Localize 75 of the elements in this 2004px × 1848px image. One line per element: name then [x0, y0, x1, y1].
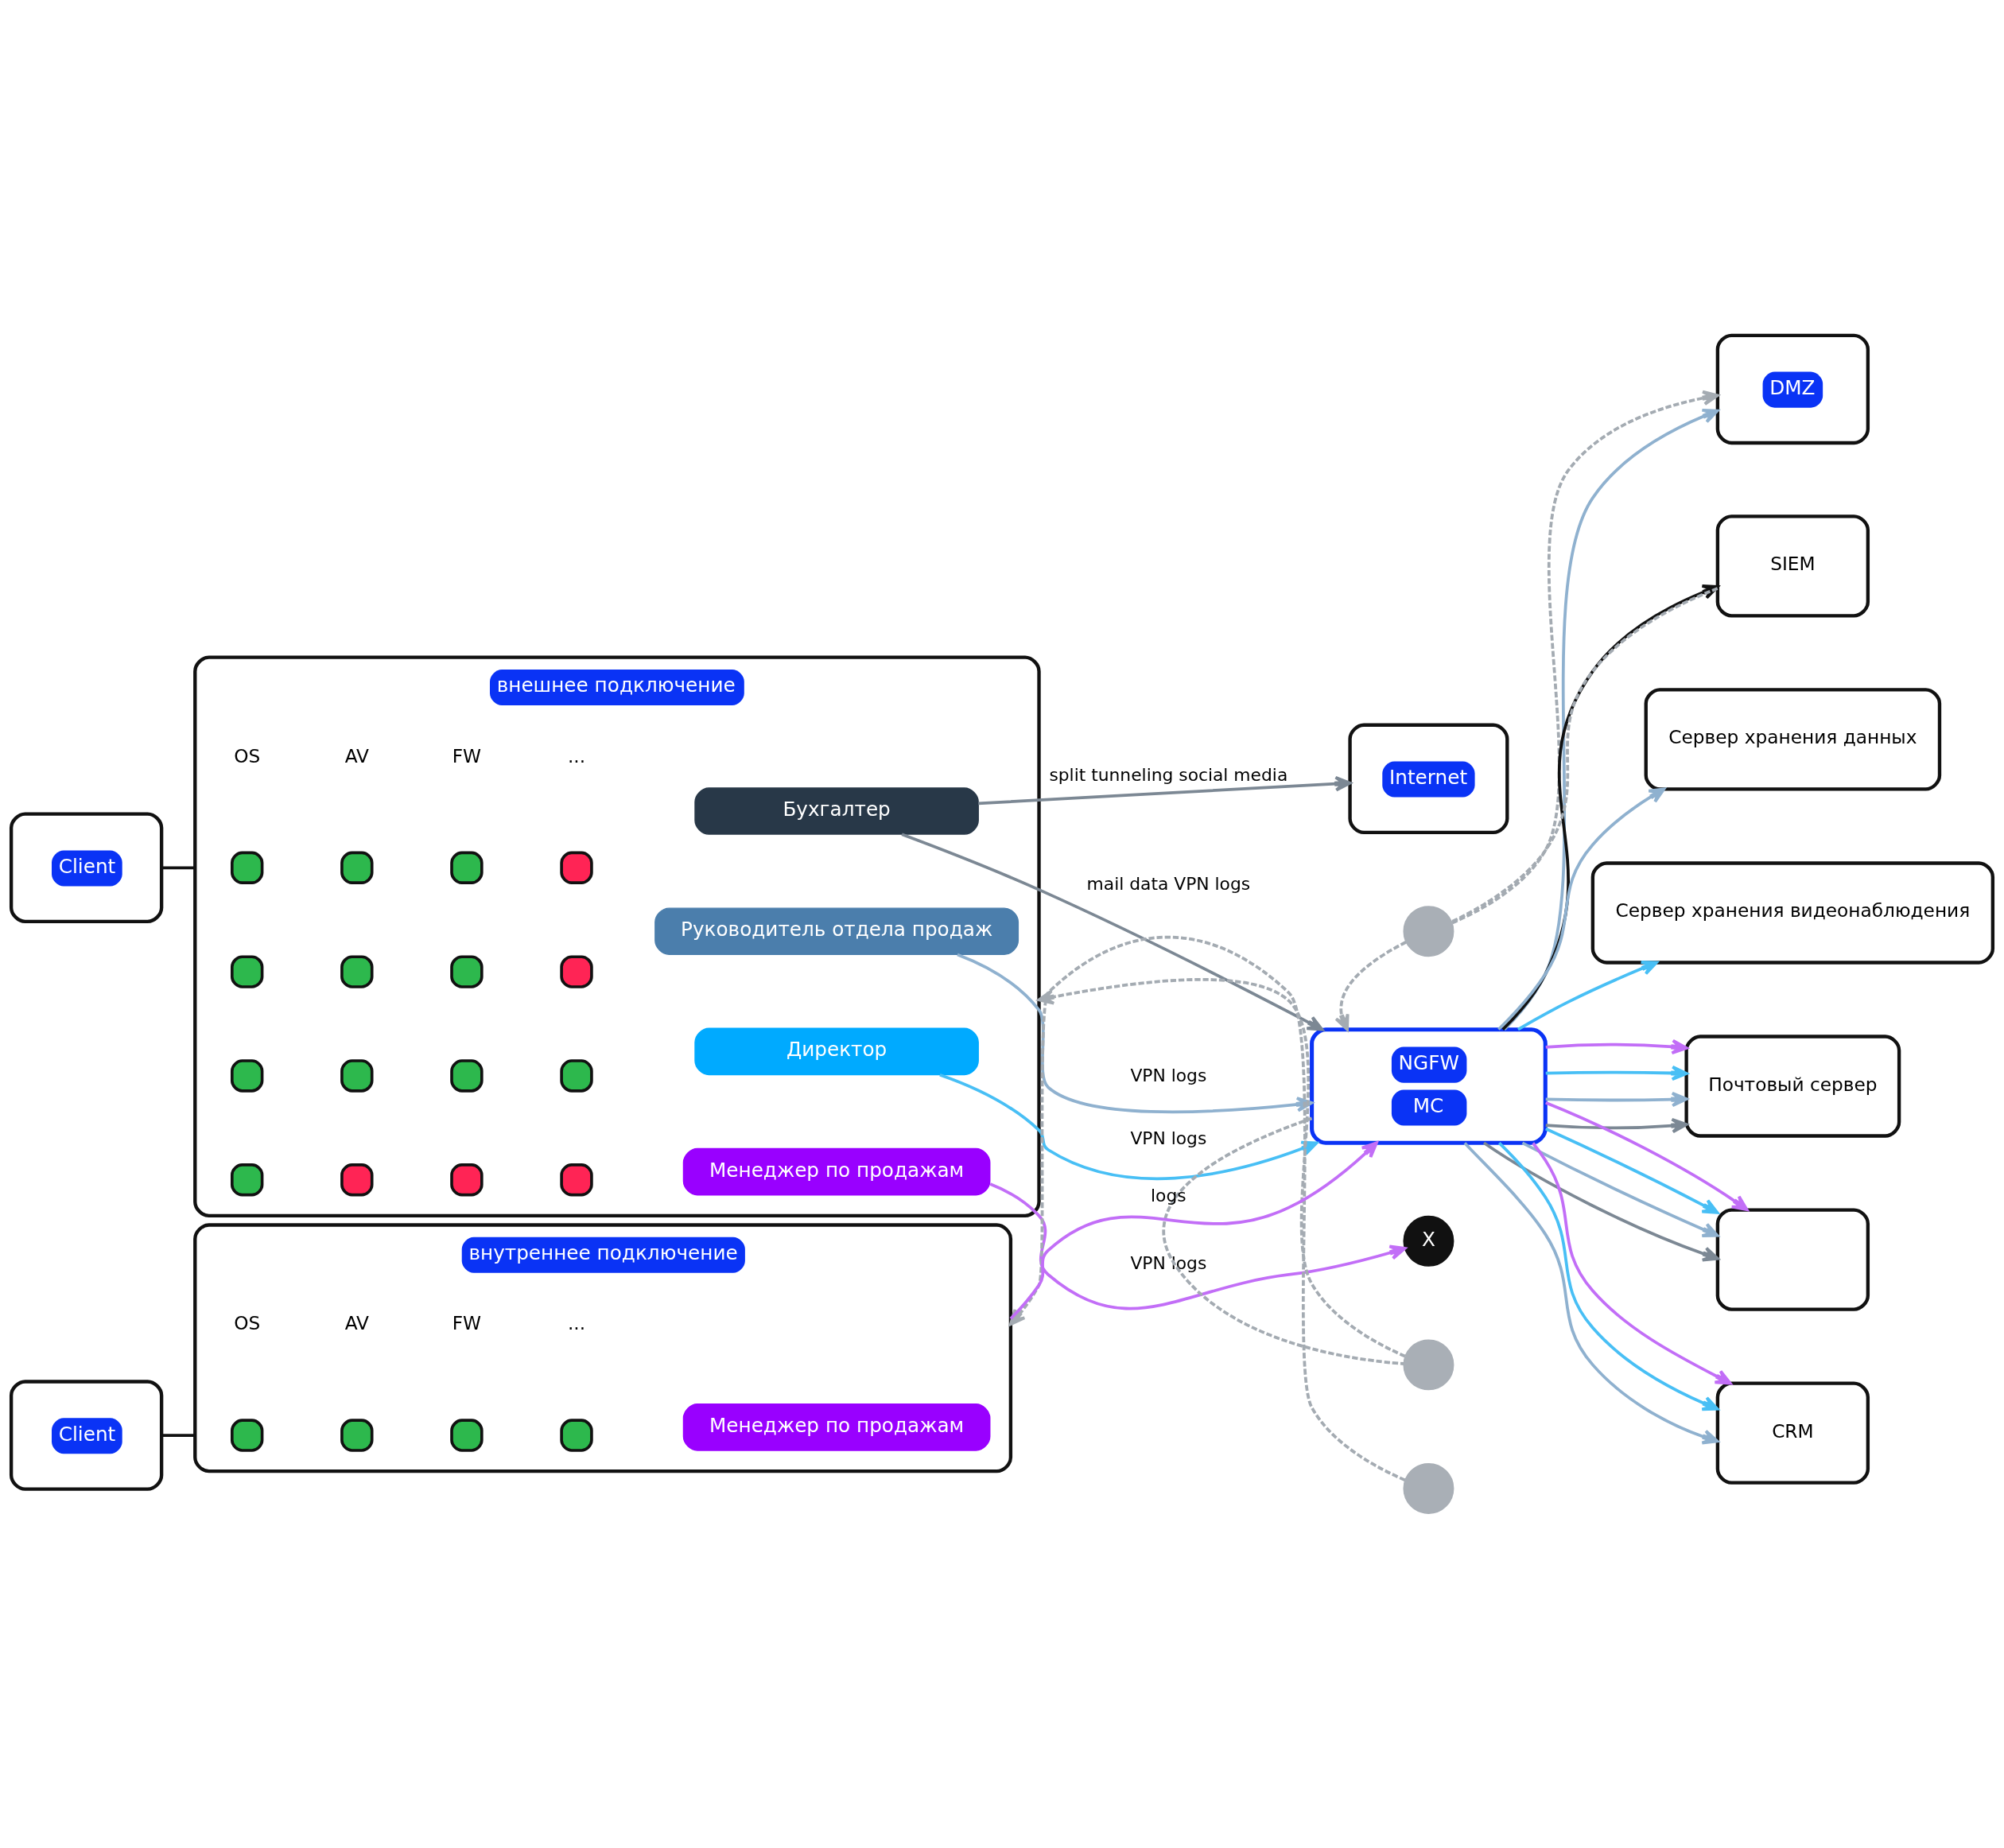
arrow [978, 775, 1352, 805]
arrow [901, 833, 1324, 1031]
node-box [1715, 1207, 1870, 1311]
node-box: NGFW MC [1310, 1027, 1548, 1145]
label: FW [452, 744, 482, 767]
label: OS [234, 744, 261, 767]
edge-label: VPN logs [1130, 1252, 1207, 1273]
connector [1451, 586, 1719, 923]
node-box: DMZ [1715, 333, 1870, 445]
arrow [1497, 1141, 1719, 1411]
edge-label: VPN logs [1130, 1065, 1207, 1085]
node-check [231, 1058, 264, 1093]
arrow [1544, 1127, 1719, 1214]
node-box: Internet [1348, 723, 1509, 834]
arrow [1545, 1039, 1688, 1054]
node-box: Client [9, 1379, 164, 1491]
node-check [231, 954, 264, 988]
node-circle: X [1403, 1215, 1454, 1267]
node-check [450, 954, 484, 988]
node-box: Сервер хранения данных [1644, 687, 1942, 791]
arrow [1532, 1141, 1732, 1384]
node-circle [1403, 1338, 1454, 1390]
node-check [231, 1163, 264, 1196]
node-check [450, 1418, 484, 1452]
node-check [231, 1418, 264, 1452]
node-box: Сервер хранения видеонаблюдения [1590, 860, 1995, 965]
edge-label: VPN logs [1130, 1128, 1207, 1148]
node-cross [560, 954, 593, 988]
label: FW [452, 1311, 482, 1334]
node-box: Руководитель отдела продаж [654, 907, 1019, 955]
node-box: CRM [1715, 1380, 1870, 1485]
label: AV [344, 744, 369, 767]
node-box: Менеджер по продажам [682, 1403, 991, 1451]
node-check [560, 1418, 593, 1452]
node-box: Директор [694, 1027, 979, 1075]
node-box: Бухгалтер [694, 786, 979, 835]
arrow [1521, 1141, 1719, 1237]
label: OS [234, 1311, 261, 1334]
arrow [1463, 1141, 1719, 1444]
node-circle [1403, 905, 1454, 957]
node-box: SIEM [1715, 514, 1870, 618]
connector [1162, 1116, 1404, 1365]
node-cross [560, 851, 593, 884]
arrow [1497, 787, 1666, 1031]
node-check [340, 1418, 374, 1452]
node-check [231, 851, 264, 884]
arrow [1545, 1065, 1688, 1081]
arrow [1482, 1141, 1719, 1261]
arrow [1545, 1117, 1688, 1133]
node-check [340, 954, 374, 988]
node-check [340, 1058, 374, 1093]
node-cross [560, 1163, 593, 1196]
node-check [450, 1058, 484, 1093]
label: ... [567, 1311, 586, 1334]
node-circle [1403, 1462, 1454, 1514]
arrow [1545, 1101, 1749, 1211]
arrow [989, 1182, 1407, 1310]
node-cross [340, 1163, 374, 1196]
node-box: Менеджер по продажам [682, 1147, 991, 1195]
node-box: Почтовый сервер [1684, 1034, 1901, 1138]
arrow [1334, 940, 1407, 1031]
label: ... [567, 744, 586, 767]
connector [161, 1433, 196, 1437]
arrow [1545, 1091, 1688, 1107]
node-check [560, 1058, 593, 1093]
connector [161, 865, 196, 869]
node-box: Client [9, 812, 164, 923]
edge-label: mail data VPN logs [1086, 873, 1251, 894]
node-cross [450, 1163, 484, 1196]
arrow [1517, 960, 1658, 1031]
edge-label: logs [1151, 1185, 1186, 1205]
label: AV [344, 1311, 369, 1334]
node-check [340, 851, 374, 884]
edge-label: split tunneling social media [1049, 764, 1288, 785]
node-check [450, 851, 484, 884]
